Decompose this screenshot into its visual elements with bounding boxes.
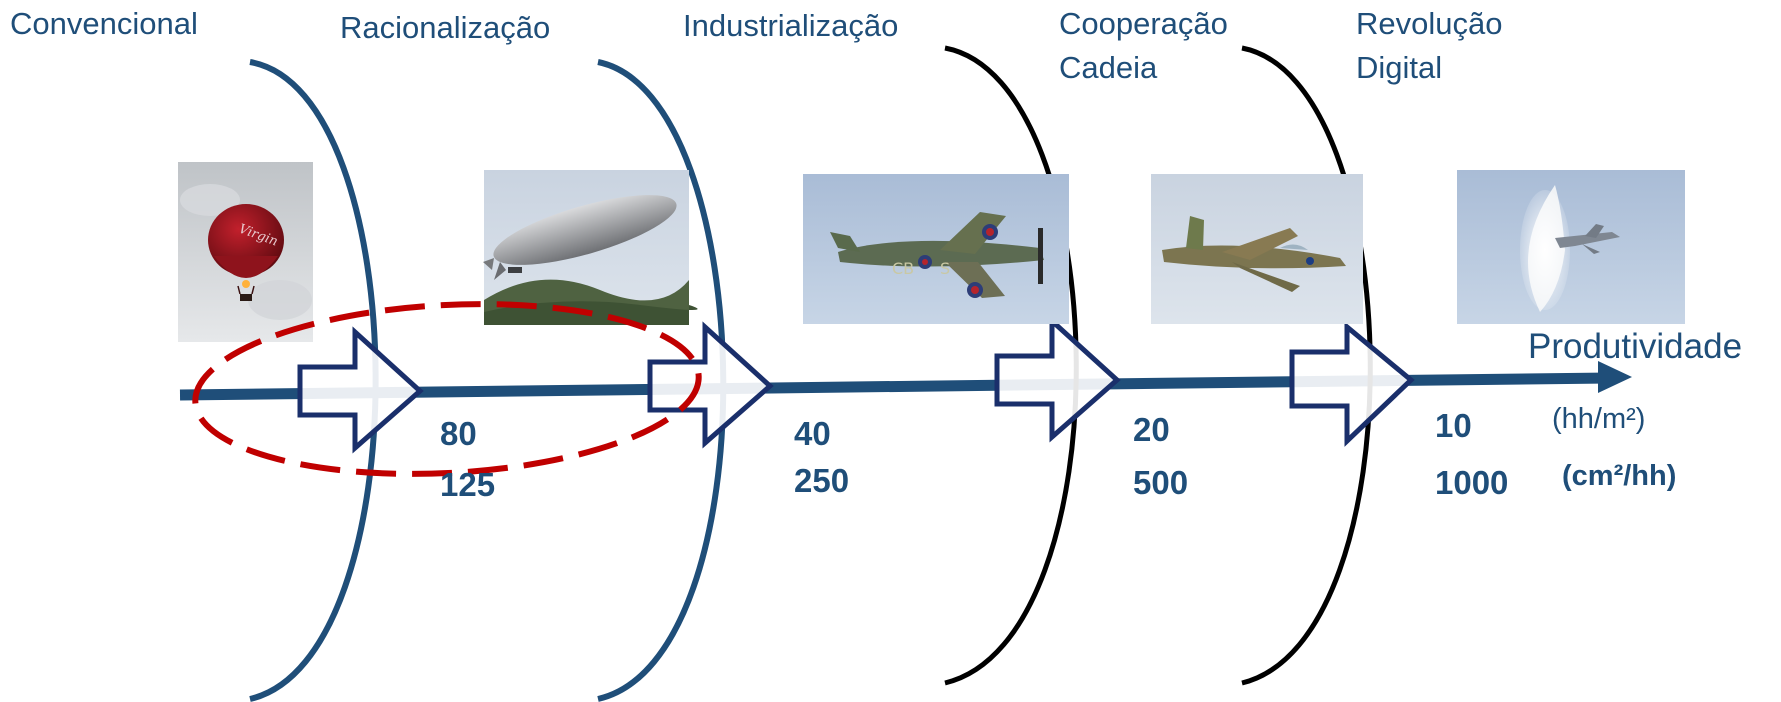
highlight-dashed-ellipse xyxy=(192,301,702,477)
stage-label-racionalizacao: Racionalização xyxy=(340,10,551,45)
transition-arrow-4 xyxy=(1289,321,1415,447)
stage-label-industrializacao: Industrialização xyxy=(683,8,899,43)
value-hh-m2-40: 40 xyxy=(794,415,831,452)
jet-trainer-photo xyxy=(1151,174,1363,324)
value-cm2-hh-250: 250 xyxy=(794,462,850,499)
axis-title-produtividade: Produtividade xyxy=(1528,327,1743,366)
transition-arrow-1 xyxy=(297,326,424,454)
value-cm2-hh-125: 125 xyxy=(440,466,496,503)
hot-air-balloon-photo: Virgin xyxy=(178,162,313,342)
value-hh-m2-10: 10 xyxy=(1435,407,1472,444)
value-hh-m2-20: 20 xyxy=(1133,411,1170,448)
zeppelin-photo xyxy=(483,170,698,325)
supersonic-jet-photo xyxy=(1457,170,1685,324)
unit-cm2-per-hh: (cm²/hh) xyxy=(1562,460,1677,492)
svg-text:CB: CB xyxy=(892,259,914,278)
transition-arrow-3 xyxy=(994,315,1121,443)
value-hh-m2-80: 80 xyxy=(440,415,477,452)
stage-label-revolucao-digital: Revolução Digital xyxy=(1356,6,1503,85)
stage-label-convencional: Convencional xyxy=(10,6,198,41)
value-cm2-hh-1000: 1000 xyxy=(1435,464,1509,501)
spitfire-photo: CB S xyxy=(803,174,1069,324)
value-cm2-hh-500: 500 xyxy=(1133,464,1189,501)
stage-label-cooperacao-cadeia: Cooperação Cadeia xyxy=(1059,6,1228,85)
productivity-axis-arrowhead xyxy=(1598,361,1632,393)
transition-arrow-2 xyxy=(647,321,774,449)
svg-text:S: S xyxy=(940,259,950,278)
unit-hh-per-m2: (hh/m²) xyxy=(1552,403,1646,435)
